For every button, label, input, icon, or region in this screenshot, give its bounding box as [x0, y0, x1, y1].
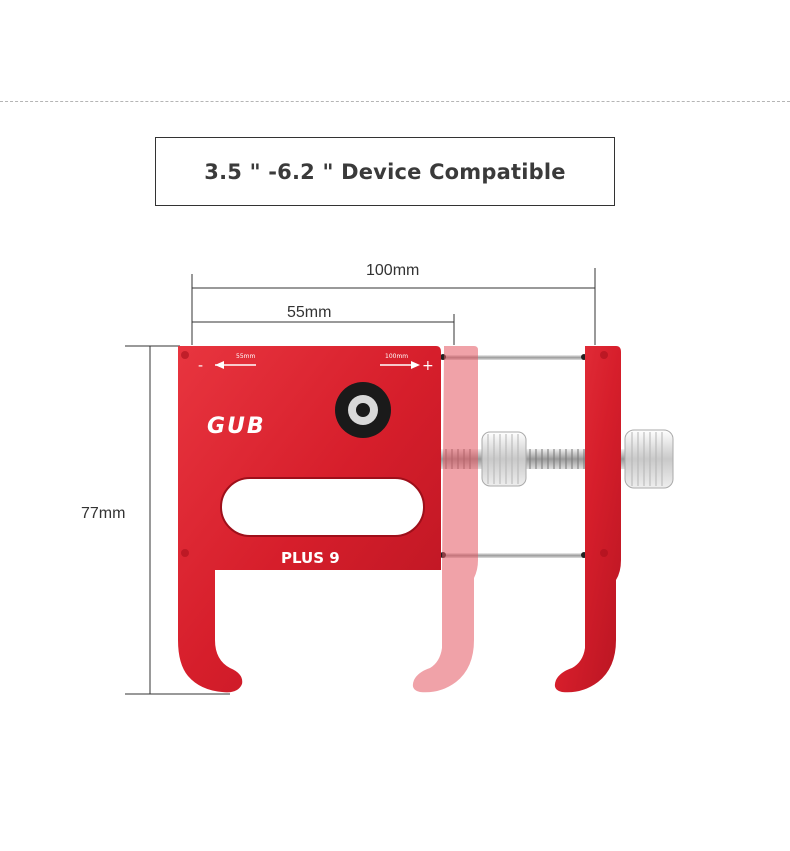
height-label: 77mm	[81, 505, 126, 522]
model-label: PLUS 9	[281, 549, 340, 567]
min-width-label: 55mm	[287, 304, 332, 321]
inner-knob	[481, 431, 527, 487]
ghost-clamp	[412, 346, 478, 693]
bottom-rod	[440, 553, 590, 558]
main-clamp-body	[178, 346, 441, 693]
scale-minus: -	[198, 358, 203, 374]
top-rod	[440, 355, 590, 360]
right-clamp	[554, 346, 621, 693]
body-slot	[221, 478, 424, 536]
top-divider	[0, 101, 790, 102]
compatibility-banner: 3.5 " -6.2 " Device Compatible	[155, 137, 615, 206]
outer-knob	[624, 429, 674, 489]
scale-min-text: 55mm	[236, 353, 255, 360]
compatibility-text: 3.5 " -6.2 " Device Compatible	[204, 159, 566, 184]
scale-max-text: 100mm	[385, 353, 408, 360]
scale-plus: +	[422, 358, 434, 374]
dimension-lines	[125, 268, 596, 695]
brand-logo: GUB	[207, 414, 266, 439]
max-width-label: 100mm	[366, 262, 420, 279]
